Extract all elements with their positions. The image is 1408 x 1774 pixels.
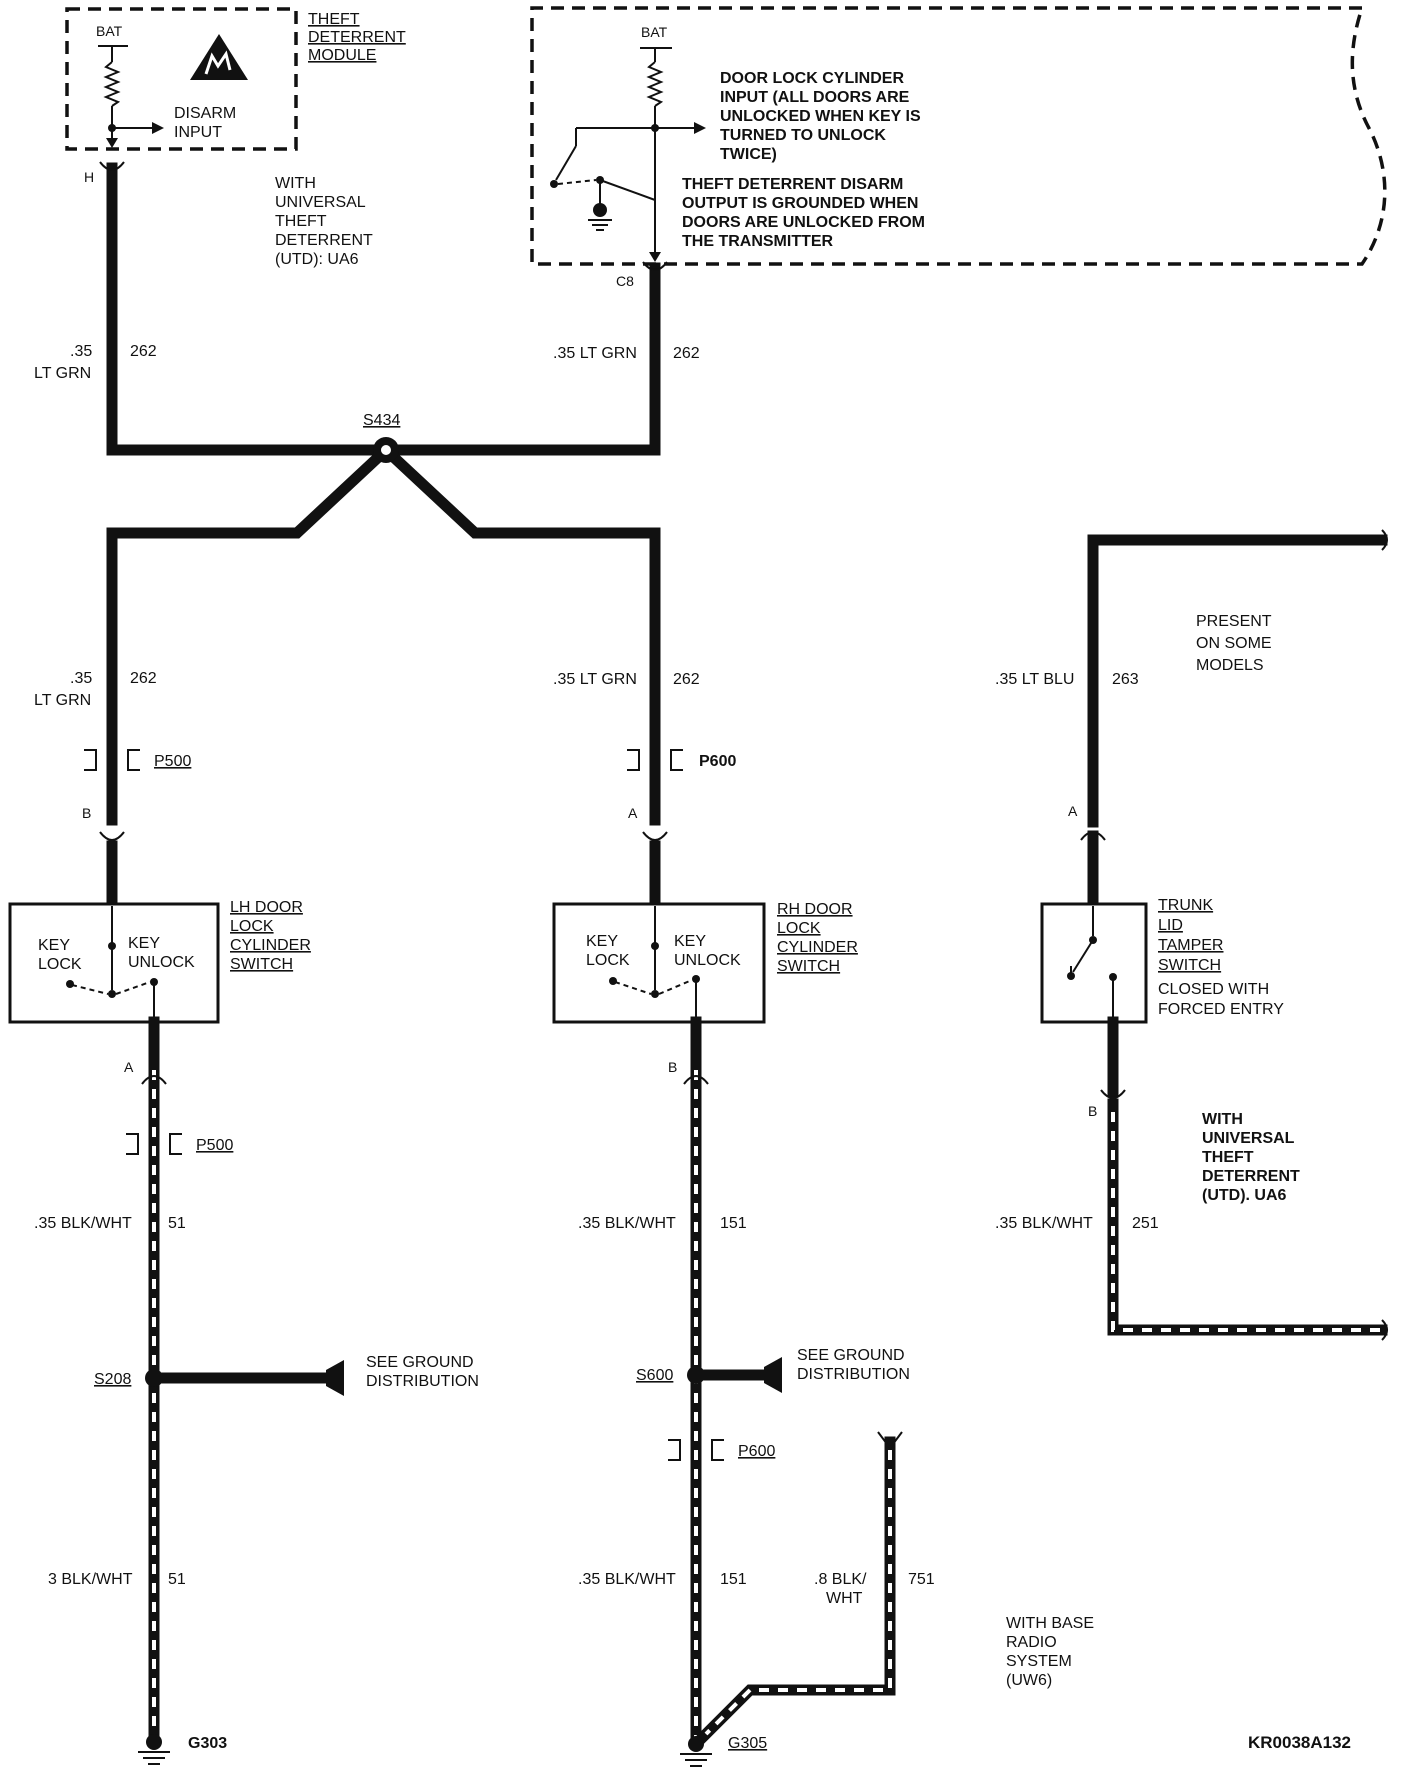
lh-switch-box — [8, 902, 220, 1024]
lh-see-ground-arrow — [326, 1360, 344, 1396]
p600-top-pin: A — [628, 805, 638, 821]
wire-262-tdm — [106, 162, 392, 456]
tdm-wire-size: .35 — [70, 343, 92, 360]
lh-gnd-wire-circuit: 51 — [168, 1215, 186, 1232]
tdm-pullup-resistor — [103, 61, 121, 107]
rh-gnd2-wire-label: .35 BLK/WHT — [578, 1571, 676, 1588]
door-module-dashed-border — [530, 6, 1387, 266]
wire-262-door-module — [380, 262, 661, 456]
trunk-bottom-pin: B — [1088, 1103, 1097, 1119]
trunk-switch-blade — [1072, 939, 1094, 973]
door-wire-label: .35 LT GRN — [553, 345, 637, 362]
rh-gnd-wire-label: .35 BLK/WHT — [578, 1215, 676, 1232]
p600-top-label: P600 — [699, 753, 736, 770]
ground-g303-label: G303 — [188, 1735, 227, 1752]
wire-263-trunk — [1087, 534, 1388, 828]
wire-262-lh-branch — [106, 442, 394, 826]
p500-top-label: P500 — [154, 753, 191, 770]
tdm-bat-label: BAT — [96, 23, 123, 39]
rh-bottom-pin: B — [668, 1059, 677, 1075]
connector-p500-top: P500 B — [82, 749, 191, 841]
splice-s208-label: S208 — [94, 1371, 131, 1388]
p500-bottom-label: P500 — [196, 1137, 233, 1154]
p600-lower-label: P600 — [738, 1443, 775, 1460]
tdm-dashed-border — [65, 7, 298, 151]
rh-wire-circuit: 262 — [673, 671, 700, 688]
trunk-wire-circuit: 263 — [1112, 671, 1139, 688]
tdm-pin-h: H — [84, 169, 94, 185]
lh-gnd2-wire-label: 3 BLK/WHT — [48, 1571, 133, 1588]
ground-g305-label: G305 — [728, 1735, 767, 1752]
lh-gnd2-wire-circuit: 51 — [168, 1571, 186, 1588]
lh-wire-size: .35 — [70, 670, 92, 687]
top-wiring: S434 .35 LT GRN 262 .35 LT GRN 262 .35 L… — [34, 161, 700, 826]
esd-warning-icon — [190, 34, 248, 80]
ground-g305-icon — [680, 1736, 712, 1767]
connector-p600-top: P600 A — [627, 749, 736, 841]
rh-gnd-wire-circuit: 151 — [720, 1215, 747, 1232]
ground-g303-icon — [138, 1734, 170, 1765]
tdm-wire-color: LT GRN — [34, 365, 91, 382]
tdm-disarm-arrow — [152, 122, 164, 134]
door-module-pin-c8: C8 — [616, 273, 634, 289]
trunk-gnd-wire-circuit: 251 — [1132, 1215, 1159, 1232]
rh-wire-label: .35 LT GRN — [553, 671, 637, 688]
rh-gnd2-wire-circuit: 151 — [720, 1571, 747, 1588]
door-module-bat-label: BAT — [641, 24, 668, 40]
trunk-top-pin: A — [1068, 803, 1078, 819]
splice-s600-label: S600 — [636, 1367, 673, 1384]
diagram-id: KR0038A132 — [1248, 1733, 1351, 1752]
wire-262-rh-branch — [378, 442, 661, 826]
door-module-internal-ground-icon — [588, 203, 612, 231]
tdm-wire-circuit: 262 — [130, 343, 157, 360]
radio-wire-label: .8 BLK/WHT — [814, 1571, 867, 1607]
trunk-wire-label: .35 LT BLU — [995, 671, 1074, 688]
door-module-input-arrow — [694, 122, 706, 134]
lh-gnd-wire-label: .35 BLK/WHT — [34, 1215, 132, 1232]
trunk-gnd-wire-label: .35 BLK/WHT — [995, 1215, 1093, 1232]
rh-switch-box — [552, 902, 766, 1024]
door-wire-circuit: 262 — [673, 345, 700, 362]
door-module-pullup-resistor — [646, 61, 664, 107]
lh-bottom-pin: A — [124, 1059, 134, 1075]
p500-top-pin: B — [82, 805, 91, 821]
radio-wire-circuit: 751 — [908, 1571, 935, 1588]
lh-wire-color: LT GRN — [34, 692, 91, 709]
rh-see-ground-arrow — [764, 1357, 782, 1393]
splice-s434-label: S434 — [363, 412, 400, 429]
door-module-switch-blade — [555, 145, 577, 181]
lh-wire-circuit: 262 — [130, 670, 157, 687]
